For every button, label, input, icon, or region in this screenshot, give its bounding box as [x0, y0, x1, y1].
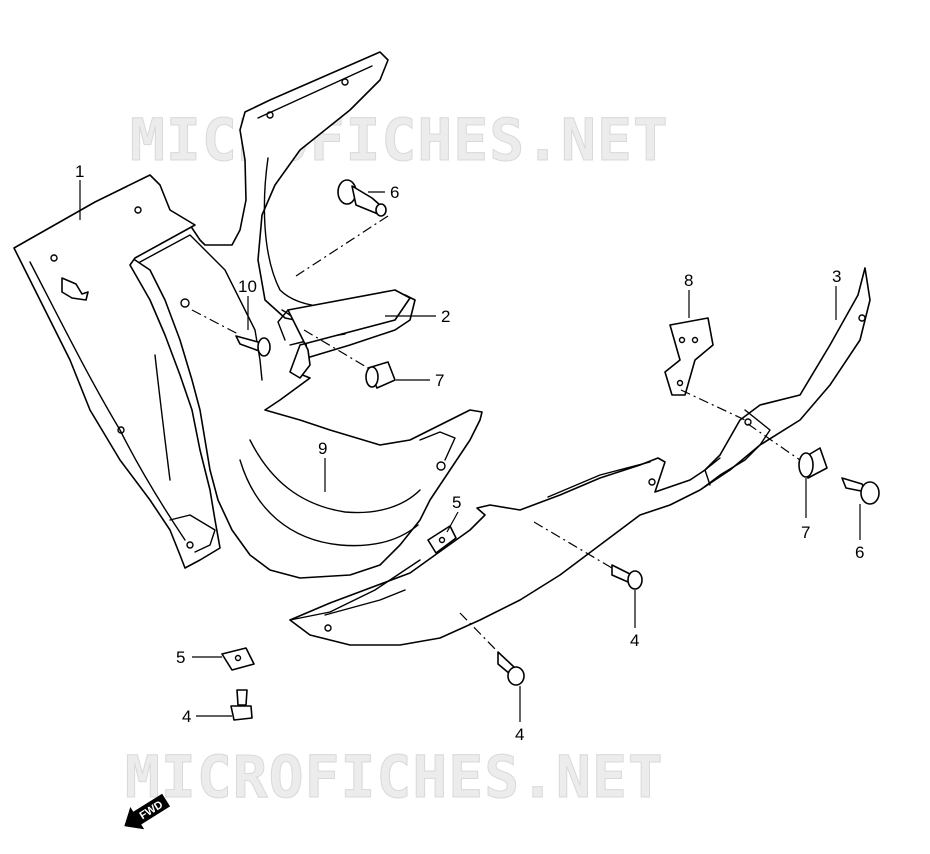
- callout-10: 10: [238, 277, 257, 296]
- assembly-lines: [191, 215, 801, 653]
- callout-5-center: 5: [452, 493, 461, 512]
- callout-4-lower: 4: [515, 725, 524, 744]
- callout-8: 8: [684, 271, 693, 290]
- callout-labels: 1 6 10 2 7 9 5 8 3 7 6 4 4 5 4: [75, 162, 864, 744]
- leader-lines: [79, 180, 861, 722]
- part-8-bracket: [664, 317, 714, 396]
- part-4-screw-loose: [230, 689, 253, 721]
- callout-6-right: 6: [855, 543, 864, 562]
- part-3-lower-fairing: [289, 267, 871, 646]
- part-7-grommet-right: [798, 447, 828, 479]
- callout-1: 1: [75, 162, 84, 181]
- callout-6-top: 6: [390, 183, 399, 202]
- part-9-upper-cowling: [129, 51, 483, 579]
- part-5-nut-loose: [221, 647, 255, 671]
- part-2-inner-panel: [277, 289, 411, 379]
- callout-9: 9: [318, 439, 327, 458]
- part-6-screw-right: [841, 477, 880, 505]
- callout-5-loose: 5: [176, 648, 185, 667]
- callout-4-center: 4: [630, 631, 639, 650]
- part-5-nut-center: [427, 525, 457, 554]
- part-4-screw-center: [611, 564, 643, 590]
- callout-4-loose: 4: [182, 707, 191, 726]
- callout-2: 2: [441, 307, 450, 326]
- part-6-screw-top: [337, 179, 387, 217]
- callout-7-right: 7: [801, 523, 810, 542]
- part-10-screw: [235, 335, 271, 357]
- part-1-side-cowl: [13, 174, 221, 569]
- callout-7-left: 7: [435, 371, 444, 390]
- watermark-top: MICROFICHES.NET: [130, 106, 669, 174]
- part-7-grommet-left: [365, 361, 396, 389]
- watermark-bottom: MICROFICHES.NET: [125, 743, 664, 811]
- callout-3: 3: [832, 267, 841, 286]
- part-4-screw-lower: [497, 651, 525, 686]
